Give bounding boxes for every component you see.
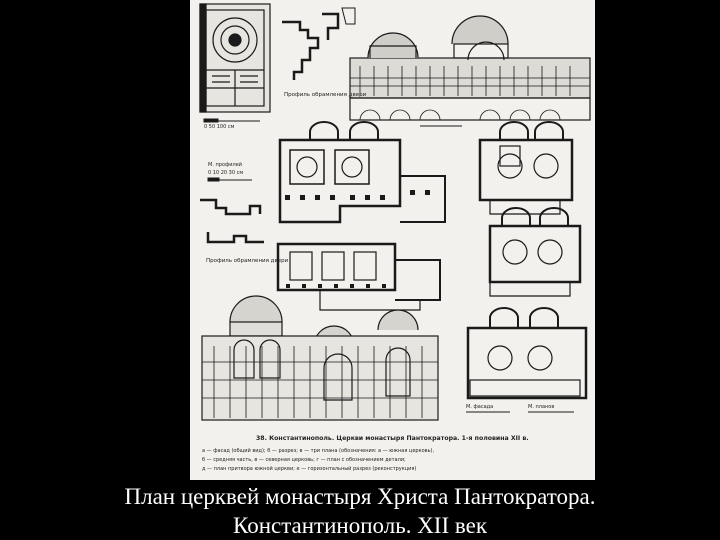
caption-line-1: План церквей монастыря Христа Пантократо…	[124, 484, 596, 509]
architectural-plate: Профиль обрамления двери 0 50 100 см М. …	[190, 0, 595, 480]
profile-top-label: Профиль обрамления двери	[284, 92, 367, 98]
legend-line-2: б — средняя часть, в — северная церковь;…	[202, 457, 406, 463]
legend-line-1: а — фасад (общий вид); б — разрез; в — т…	[202, 447, 434, 454]
profiles-left	[200, 198, 264, 244]
elevation-top	[349, 15, 591, 121]
caption-line-2: Константинополь. XII век	[233, 513, 487, 538]
plate-drawing: Профиль обрамления двери 0 50 100 см М. …	[199, 3, 591, 472]
figure-caption: 38. Константинополь. Церкви монастыря Па…	[256, 435, 529, 442]
door-profile-top	[282, 7, 356, 80]
scale-facade-label: М. фасада	[466, 404, 493, 410]
scale-plans-label: М. планов	[528, 404, 554, 410]
facade-elevation	[201, 295, 439, 421]
scale-mid-values: 0 10 20 30 см	[208, 170, 243, 176]
scale-top-label: 0 50 100 см	[204, 124, 235, 130]
plan-large	[278, 121, 446, 224]
slide-caption: План церквей монастыря Христа Пантократо…	[0, 482, 720, 540]
scale-bars	[203, 118, 574, 413]
plans-right	[466, 121, 588, 400]
legend-line-3: д — план притвора южной церкви; е — гори…	[202, 465, 416, 472]
profile-mid-label: Профиль обрамления двери	[206, 258, 289, 264]
plan-lower	[276, 242, 441, 311]
ornament-detail	[199, 3, 271, 113]
scale-mid-label: М. профилей	[208, 161, 242, 168]
